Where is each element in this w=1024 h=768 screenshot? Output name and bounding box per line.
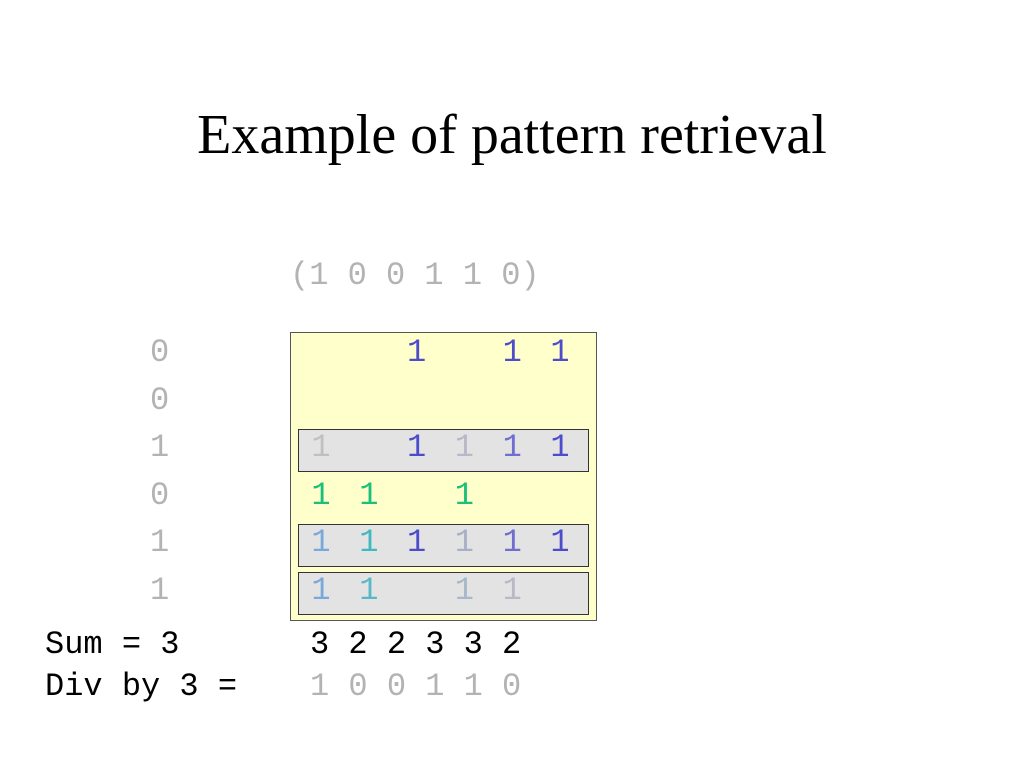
matrix-cell: 1	[311, 476, 331, 514]
row-label: 0	[150, 334, 170, 371]
matrix-cell: 1	[550, 429, 570, 466]
matrix-cell: 1	[359, 524, 379, 561]
highlighted-row	[298, 524, 589, 567]
div-label: Div by 3 =	[45, 668, 257, 705]
matrix-cell: 1	[550, 524, 570, 561]
row-label: 1	[150, 429, 170, 466]
input-vector: (1 0 0 1 1 0)	[290, 257, 540, 294]
row-label: 0	[150, 381, 170, 419]
matrix-cell: 1	[311, 429, 331, 466]
matrix-cell: 1	[454, 524, 474, 561]
row-label: 1	[150, 524, 170, 561]
row-label: 1	[150, 571, 170, 609]
matrix-cell: 1	[454, 476, 474, 514]
sum-label: Sum = 3	[45, 626, 180, 663]
slide-title: Example of pattern retrieval	[197, 104, 827, 166]
matrix-cell: 1	[311, 571, 331, 609]
highlighted-row	[298, 571, 589, 615]
matrix-cell: 1	[311, 524, 331, 561]
matrix-cell: 1	[502, 571, 522, 609]
matrix-cell: 1	[406, 524, 427, 561]
matrix-cell: 1	[406, 334, 427, 371]
matrix-cell: 1	[359, 571, 379, 609]
highlighted-row	[298, 429, 589, 472]
matrix-cell: 1	[454, 571, 474, 609]
matrix-cell: 1	[454, 429, 474, 466]
matrix-cell: 1	[502, 334, 522, 371]
column-sums: 3 2 2 3 3 2	[310, 626, 522, 663]
matrix-cell: 1	[502, 524, 522, 561]
matrix-cell: 1	[406, 429, 427, 466]
matrix-cell: 1	[359, 476, 379, 514]
row-label: 0	[150, 476, 170, 514]
matrix-cell: 1	[502, 429, 522, 466]
matrix-cell: 1	[550, 334, 570, 371]
div-result: 1 0 0 1 1 0	[310, 668, 522, 705]
